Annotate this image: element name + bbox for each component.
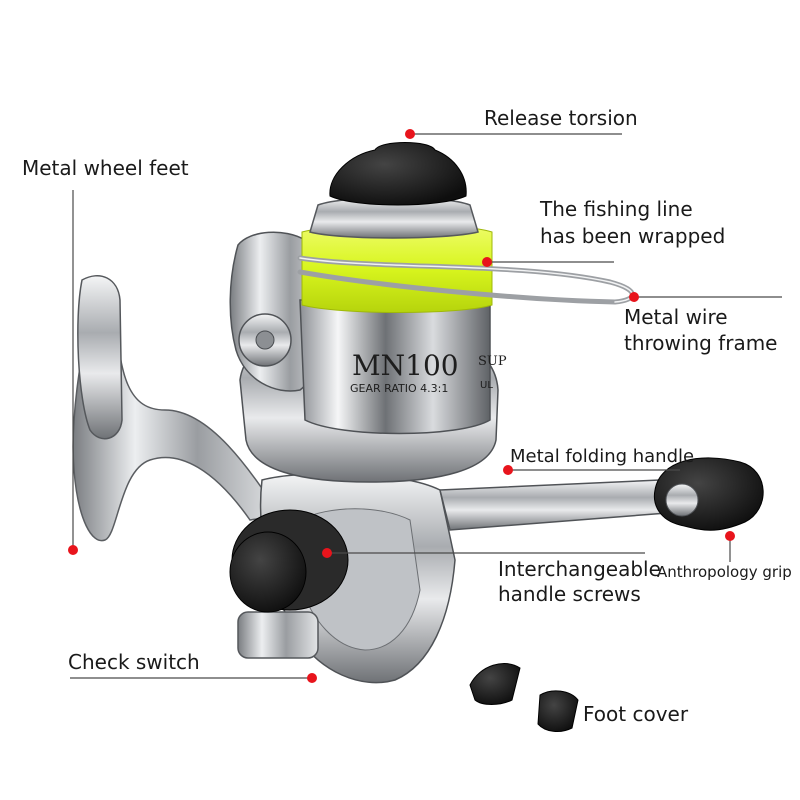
handle-arm bbox=[72, 299, 282, 542]
dot-fishing-line bbox=[482, 257, 492, 267]
label-metal-wheel-feet: Metal wheel feet bbox=[22, 156, 189, 180]
gear-ratio-text: GEAR RATIO 4.3:1 bbox=[350, 382, 448, 395]
side-text-2: UL bbox=[480, 380, 493, 391]
dot-folding-handle bbox=[503, 465, 513, 475]
model-text: MN100 bbox=[352, 349, 459, 382]
reel-illustration: MN100 GEAR RATIO 4.3:1 SUP UL bbox=[72, 142, 764, 732]
label-metal-wire-1: Metal wire bbox=[624, 305, 728, 329]
foot-cover-piece-1 bbox=[469, 663, 521, 705]
spool-body bbox=[299, 299, 491, 435]
drag-knob bbox=[329, 142, 467, 206]
marker-dots bbox=[68, 129, 735, 683]
label-handle-screws-2: handle screws bbox=[498, 582, 641, 606]
check-switch-lever bbox=[237, 611, 319, 659]
side-text-1: SUP bbox=[478, 354, 507, 369]
label-foot-cover: Foot cover bbox=[583, 702, 689, 726]
dot-metal-wire bbox=[629, 292, 639, 302]
label-grip: Anthropology grip bbox=[657, 563, 792, 581]
folding-handle-arm bbox=[439, 479, 685, 531]
label-metal-wire-2: throwing frame bbox=[624, 331, 778, 355]
label-fishing-line-2: has been wrapped bbox=[540, 224, 726, 248]
foot-cover-piece-2 bbox=[537, 690, 579, 732]
dot-handle-screws bbox=[322, 548, 332, 558]
dot-metal-wheel-feet bbox=[68, 545, 78, 555]
label-release-torsion: Release torsion bbox=[484, 106, 638, 130]
label-handle-screws-1: Interchangeable bbox=[498, 557, 661, 581]
label-folding-handle: Metal folding handle bbox=[510, 446, 695, 467]
label-check-switch: Check switch bbox=[68, 650, 200, 674]
metal-wheel-foot-plate bbox=[77, 275, 123, 440]
label-fishing-line-1: The fishing line bbox=[540, 197, 693, 221]
dot-check-switch bbox=[307, 673, 317, 683]
dot-grip bbox=[725, 531, 735, 541]
dot-release-torsion bbox=[405, 129, 415, 139]
handle-screw-knob bbox=[229, 531, 307, 613]
leader-lines bbox=[70, 133, 782, 679]
